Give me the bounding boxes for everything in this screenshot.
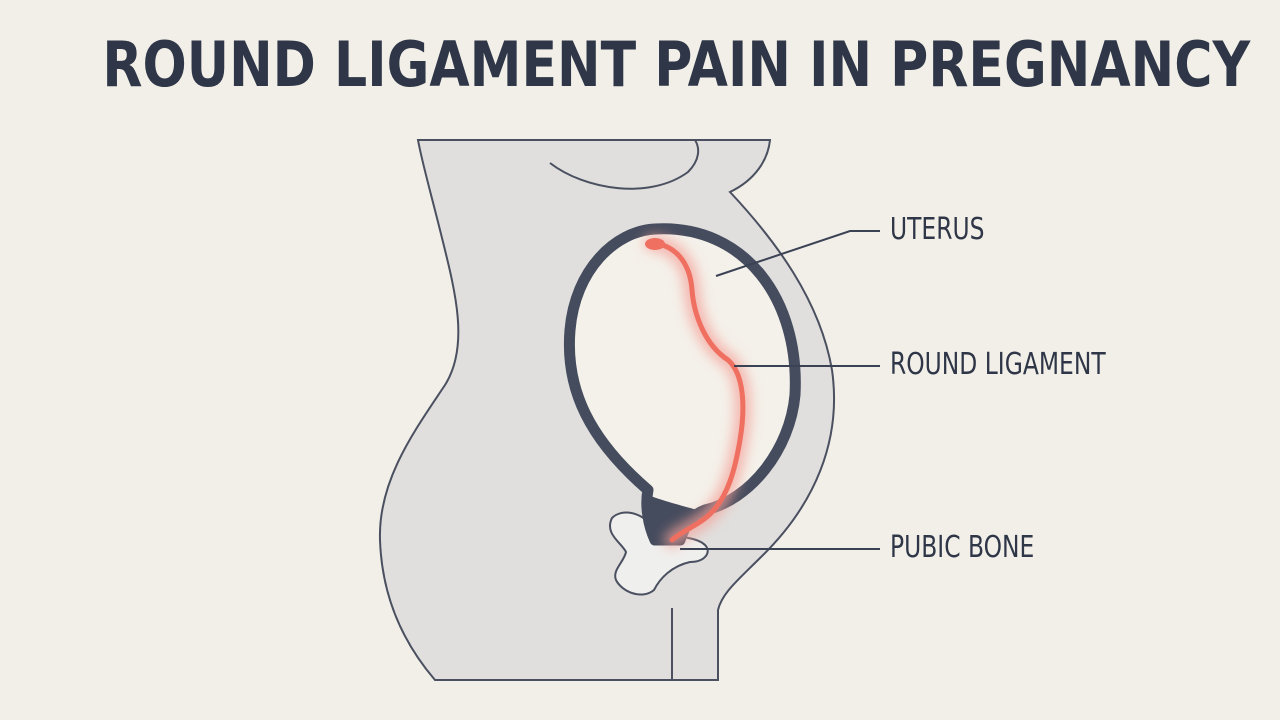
page-title: ROUND LIGAMENT PAIN IN PREGNANCY [102,28,1251,101]
label-pubic-bone: PUBIC BONE [890,530,1035,565]
breast-outline [549,139,700,190]
uterus-leader-line [715,230,880,277]
round-ligament [649,240,746,543]
label-uterus: UTERUS [890,212,985,247]
ligament-attachment [645,238,665,250]
label-round-ligament: ROUND LIGAMENT [890,347,1106,382]
cervix [646,495,705,545]
